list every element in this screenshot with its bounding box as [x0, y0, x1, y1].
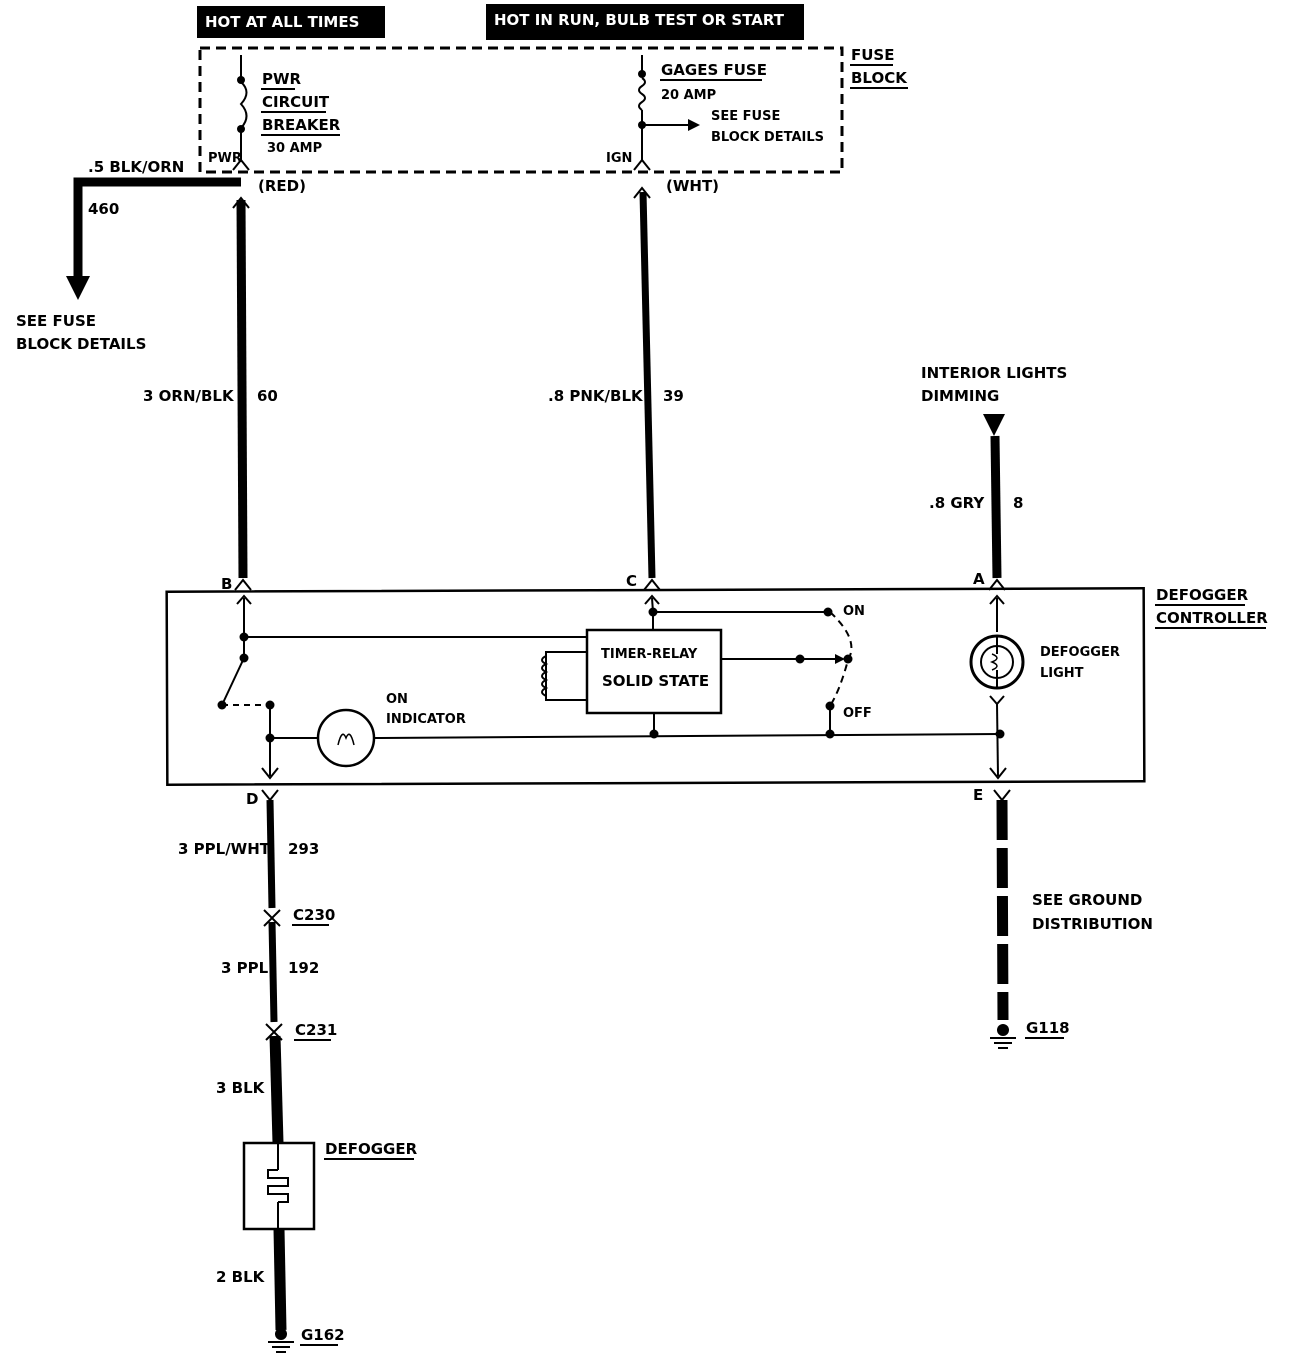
fuse-block-label-2: BLOCK	[851, 69, 908, 87]
on-indicator-label-1: ON	[386, 692, 408, 707]
controller-internal-wiring	[221, 594, 1007, 780]
junction-dots	[217, 607, 1005, 743]
defogger-light-bulb-icon	[969, 634, 1025, 690]
wire-d-gauge: 3 PPL/WHT	[178, 840, 271, 858]
banner-hot-in-run-text: HOT IN RUN, BULB TEST OR START	[494, 11, 785, 29]
controller-label-2: CONTROLLER	[1156, 609, 1268, 627]
timer-relay	[585, 628, 723, 715]
controller-label-1: DEFOGGER	[1156, 586, 1249, 604]
defogger-label: DEFOGGER	[325, 1140, 418, 1158]
wire-c231-gauge: 3 BLK	[216, 1079, 266, 1097]
wire-c230-circuit: 192	[288, 959, 319, 977]
timer-relay-label-1: TIMER-RELAY	[601, 647, 698, 662]
wire-a-gauge: .8 GRY	[929, 494, 985, 512]
ign-terminal-label: IGN	[606, 151, 632, 166]
wire-c-gauge: .8 PNK/BLK	[548, 387, 644, 405]
on-indicator-label-2: INDICATOR	[386, 712, 466, 727]
wire-c-circuit: 39	[663, 387, 684, 405]
pin-b: B	[221, 575, 232, 593]
interior-lights-1: INTERIOR LIGHTS	[921, 364, 1067, 382]
pin-d: D	[246, 790, 258, 808]
switch-on-label: ON	[843, 604, 865, 619]
banner-hot-in-run: HOT IN RUN, BULB TEST OR START	[486, 4, 804, 40]
red-connector-label: (RED)	[258, 177, 306, 195]
g162-label: G162	[301, 1326, 345, 1344]
gages-fuse-label: GAGES FUSE	[661, 61, 767, 79]
banner-hot-at-all-times: HOT AT ALL TIMES	[197, 6, 385, 38]
gages-see-fuse-1: SEE FUSE	[711, 109, 780, 124]
wire-a-circuit: 8	[1013, 494, 1023, 512]
wire-460	[66, 177, 241, 300]
breaker-label-3: BREAKER	[262, 116, 341, 134]
wire-b-gauge: 3 ORN/BLK	[143, 387, 235, 405]
see-ground-2: DISTRIBUTION	[1032, 915, 1153, 933]
gages-fuse-rating: 20 AMP	[661, 88, 716, 103]
gages-fuse	[633, 55, 700, 171]
fuse-block-label-1: FUSE	[851, 46, 894, 64]
pin-a: A	[973, 570, 985, 588]
c230-label: C230	[293, 906, 335, 924]
wire-460-circuit: 460	[88, 200, 119, 218]
defogger-light-label-1: DEFOGGER	[1040, 645, 1120, 660]
wire-60	[232, 196, 252, 591]
timer-relay-label-2: SOLID STATE	[602, 672, 709, 690]
wire-b-circuit: 60	[257, 387, 278, 405]
breaker-label-2: CIRCUIT	[262, 93, 330, 111]
g118-label: G118	[1026, 1019, 1070, 1037]
pin-e: E	[973, 786, 983, 804]
defogger-light-label-2: LIGHT	[1040, 666, 1084, 681]
fuse-block-outline	[198, 46, 844, 174]
wire-39	[633, 186, 661, 591]
left-see-fuse-2: BLOCK DETAILS	[16, 335, 146, 353]
see-ground-1: SEE GROUND	[1032, 891, 1142, 909]
pwr-terminal-label: PWR	[208, 151, 242, 166]
wire-ground-e	[990, 789, 1016, 1049]
c231-label: C231	[295, 1021, 337, 1039]
on-indicator-bulb-icon	[316, 708, 376, 768]
wire-460-label: .5 BLK/ORN	[88, 158, 184, 176]
defogger-controller-box	[165, 587, 1146, 786]
banner-hot-at-all-times-text: HOT AT ALL TIMES	[205, 13, 359, 31]
breaker-rating: 30 AMP	[267, 141, 322, 156]
wire-d-circuit: 293	[288, 840, 319, 858]
ground-g162	[268, 1228, 294, 1353]
wire-c230-gauge: 3 PPL	[221, 959, 269, 977]
pin-c: C	[626, 572, 637, 590]
switch-off-label: OFF	[843, 706, 872, 721]
breaker-label-1: PWR	[262, 70, 302, 88]
wire-8	[983, 414, 1006, 591]
left-see-fuse-1: SEE FUSE	[16, 312, 96, 330]
wht-connector-label: (WHT)	[666, 177, 719, 195]
defogger-element-icon	[242, 1141, 316, 1231]
gages-see-fuse-2: BLOCK DETAILS	[711, 130, 824, 145]
interior-lights-2: DIMMING	[921, 387, 999, 405]
circuit-breaker	[232, 55, 250, 171]
connector-c231	[265, 1030, 284, 1144]
ground-wire-gauge: 2 BLK	[216, 1268, 266, 1286]
